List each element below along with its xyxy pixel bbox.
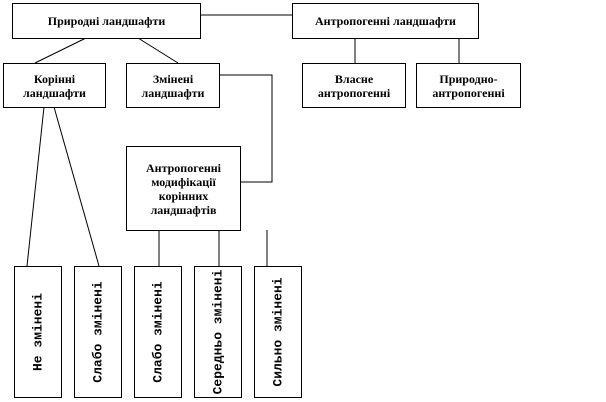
changed-landscapes-box: Змінені ландшафти — [126, 63, 220, 108]
connector — [53, 106, 100, 267]
leaf-label: Сильно змінені — [270, 277, 286, 387]
leaf-box: Слабо змінені — [134, 266, 182, 398]
root-landscapes-box: Корінні ландшафти — [3, 63, 106, 108]
natural-landscapes-box: Природні ландшафти — [12, 3, 201, 39]
leaf-box: Не змінені — [14, 266, 62, 398]
leaf-label: Слабо змінені — [150, 281, 166, 383]
anthropogenic-landscapes-box: Антропогенні ландшафти — [292, 3, 479, 39]
proper-anthropogenic-box: Власне антропогенні — [302, 63, 406, 108]
leaf-label: Середньо змінені — [210, 269, 226, 395]
leaf-box: Середньо змінені — [194, 266, 242, 398]
connector — [26, 106, 45, 267]
modifications-box: Антропогенні модифікації корінних ландша… — [126, 146, 241, 231]
leaf-label: Не змінені — [30, 292, 46, 372]
leaf-box: Слабо змінені — [74, 266, 122, 398]
leaf-box: Сильно змінені — [254, 266, 302, 398]
connector — [34, 37, 87, 64]
leaf-label: Слабо змінені — [90, 281, 106, 383]
connector — [137, 37, 179, 64]
natural-anthropogenic-box: Природно-антропогенні — [416, 63, 521, 108]
connector — [219, 74, 273, 183]
